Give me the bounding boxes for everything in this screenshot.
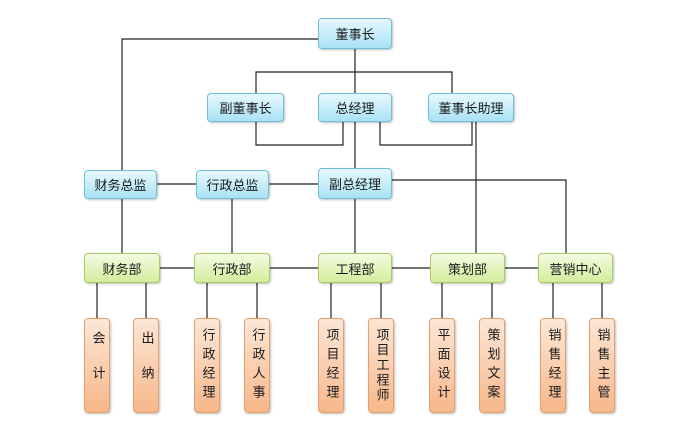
node-label: 财务总监 (94, 179, 147, 194)
node-label: 董事长助理 (438, 102, 504, 117)
node-label: 副董事长 (219, 102, 272, 117)
node-admin-dept: 行政部 (194, 253, 270, 283)
node-graphic-design: 平面设计 (429, 318, 455, 413)
node-label: 策划文案 (484, 327, 500, 404)
node-label: 销售主管 (594, 327, 610, 404)
node-sales-supervisor: 销售主管 (589, 318, 615, 413)
node-label: 会计 (89, 330, 105, 401)
node-marketing-center: 营销中心 (538, 253, 613, 283)
node-deputy-gm: 副总经理 (318, 168, 392, 199)
node-cashier: 出纳 (133, 318, 159, 413)
node-label: 工程部 (335, 262, 375, 278)
node-admin-hr: 行政人事 (244, 318, 270, 413)
connector-line (379, 122, 473, 146)
node-finance-director: 财务总监 (84, 170, 157, 199)
node-vice-chairman: 副董事长 (207, 93, 284, 122)
connector-line (255, 71, 453, 93)
node-label: 营销中心 (549, 262, 602, 278)
node-sales-manager: 销售经理 (540, 318, 566, 413)
node-project-manager: 项目经理 (318, 318, 344, 413)
node-label: 项目工程师 (373, 328, 389, 403)
node-label: 董事长 (335, 28, 375, 43)
node-admin-manager: 行政经理 (194, 318, 220, 413)
node-accountant: 会计 (84, 318, 110, 413)
node-planning-dept: 策划部 (430, 253, 505, 283)
node-general-manager: 总经理 (318, 93, 392, 122)
node-label: 项目经理 (323, 327, 339, 404)
node-chairman-assistant: 董事长助理 (428, 93, 514, 122)
node-label: 策划部 (447, 262, 487, 278)
node-label: 财务部 (102, 262, 142, 278)
node-admin-director: 行政总监 (196, 170, 269, 199)
connector-line (392, 179, 567, 253)
connector-line (255, 122, 344, 146)
node-label: 总经理 (335, 102, 375, 117)
node-planning-copywriter: 策划文案 (479, 318, 505, 413)
node-label: 行政总监 (206, 179, 259, 194)
node-finance-dept: 财务部 (84, 253, 160, 283)
node-chairman: 董事长 (318, 18, 392, 49)
connector-line (121, 38, 318, 172)
node-engineering-dept: 工程部 (318, 253, 392, 283)
node-label: 副总经理 (328, 178, 381, 193)
node-project-engineer: 项目工程师 (368, 318, 394, 413)
node-label: 行政部 (212, 262, 252, 278)
node-label: 销售经理 (545, 327, 561, 404)
node-label: 出纳 (138, 330, 154, 401)
node-label: 行政经理 (199, 327, 215, 404)
node-label: 行政人事 (249, 327, 265, 404)
node-label: 平面设计 (434, 327, 450, 404)
